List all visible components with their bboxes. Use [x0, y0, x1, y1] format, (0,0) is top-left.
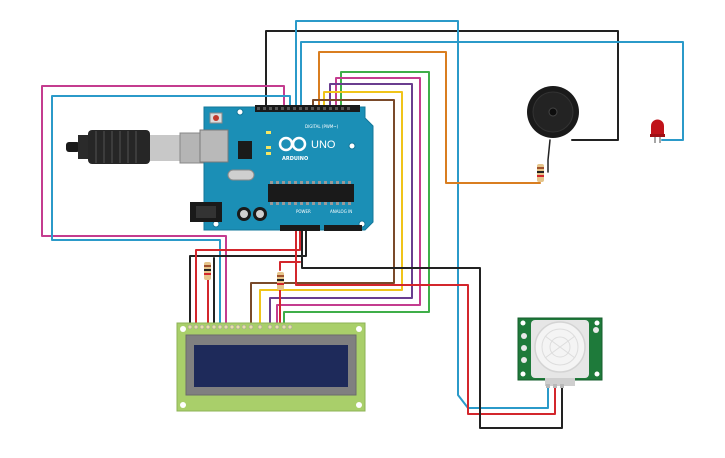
- wire-blue-led: [300, 41, 684, 141]
- power-header-label: POWER: [296, 209, 311, 214]
- analog-header-label: ANALOG IN: [330, 209, 352, 214]
- wire-red-lcd-vcc: [195, 227, 301, 324]
- wire-blue-left: [51, 95, 291, 324]
- wire-red-pir: [295, 227, 556, 415]
- arduino-logo-icon: [278, 136, 307, 152]
- analog-header[interactable]: [324, 225, 362, 231]
- power-header[interactable]: [280, 225, 320, 231]
- wire-yellow-lcd: [259, 91, 403, 324]
- arduino-model: UNO: [311, 139, 336, 151]
- wire-black-pir: [301, 227, 563, 429]
- red-led[interactable]: [650, 119, 665, 143]
- arduino-uno-board[interactable]: DIGITAL (PWM~) ARDUINO UNO: [190, 105, 374, 231]
- usb-cable: [66, 130, 209, 164]
- digital-header-label: DIGITAL (PWM~): [305, 124, 339, 129]
- wire-orange-buzzer: [318, 51, 541, 184]
- resistor-lcd-backlight: [277, 272, 284, 290]
- pir-motion-sensor[interactable]: [517, 317, 603, 388]
- wire-purple-lcd: [269, 83, 413, 324]
- atmega-chip: [268, 184, 354, 202]
- wire-magenta-lcd: [276, 77, 421, 324]
- usb-socket: [199, 129, 229, 163]
- piezo-buzzer[interactable]: [527, 86, 579, 138]
- wire-blue-pir: [295, 20, 549, 409]
- lcd-16x2-display[interactable]: [176, 322, 366, 412]
- wire-black-buzzer: [265, 30, 619, 141]
- arduino-brand: ARDUINO: [282, 156, 308, 162]
- resistor-lcd-contrast: [204, 262, 211, 280]
- wire-buzzer-resistor: [547, 139, 551, 173]
- resistor-buzzer: [537, 164, 544, 182]
- wire-red-resistor: [279, 261, 301, 271]
- lcd-screen: [194, 345, 348, 387]
- wire-brown-lcd: [250, 99, 395, 324]
- wire-black-lcd-gnd: [189, 227, 307, 324]
